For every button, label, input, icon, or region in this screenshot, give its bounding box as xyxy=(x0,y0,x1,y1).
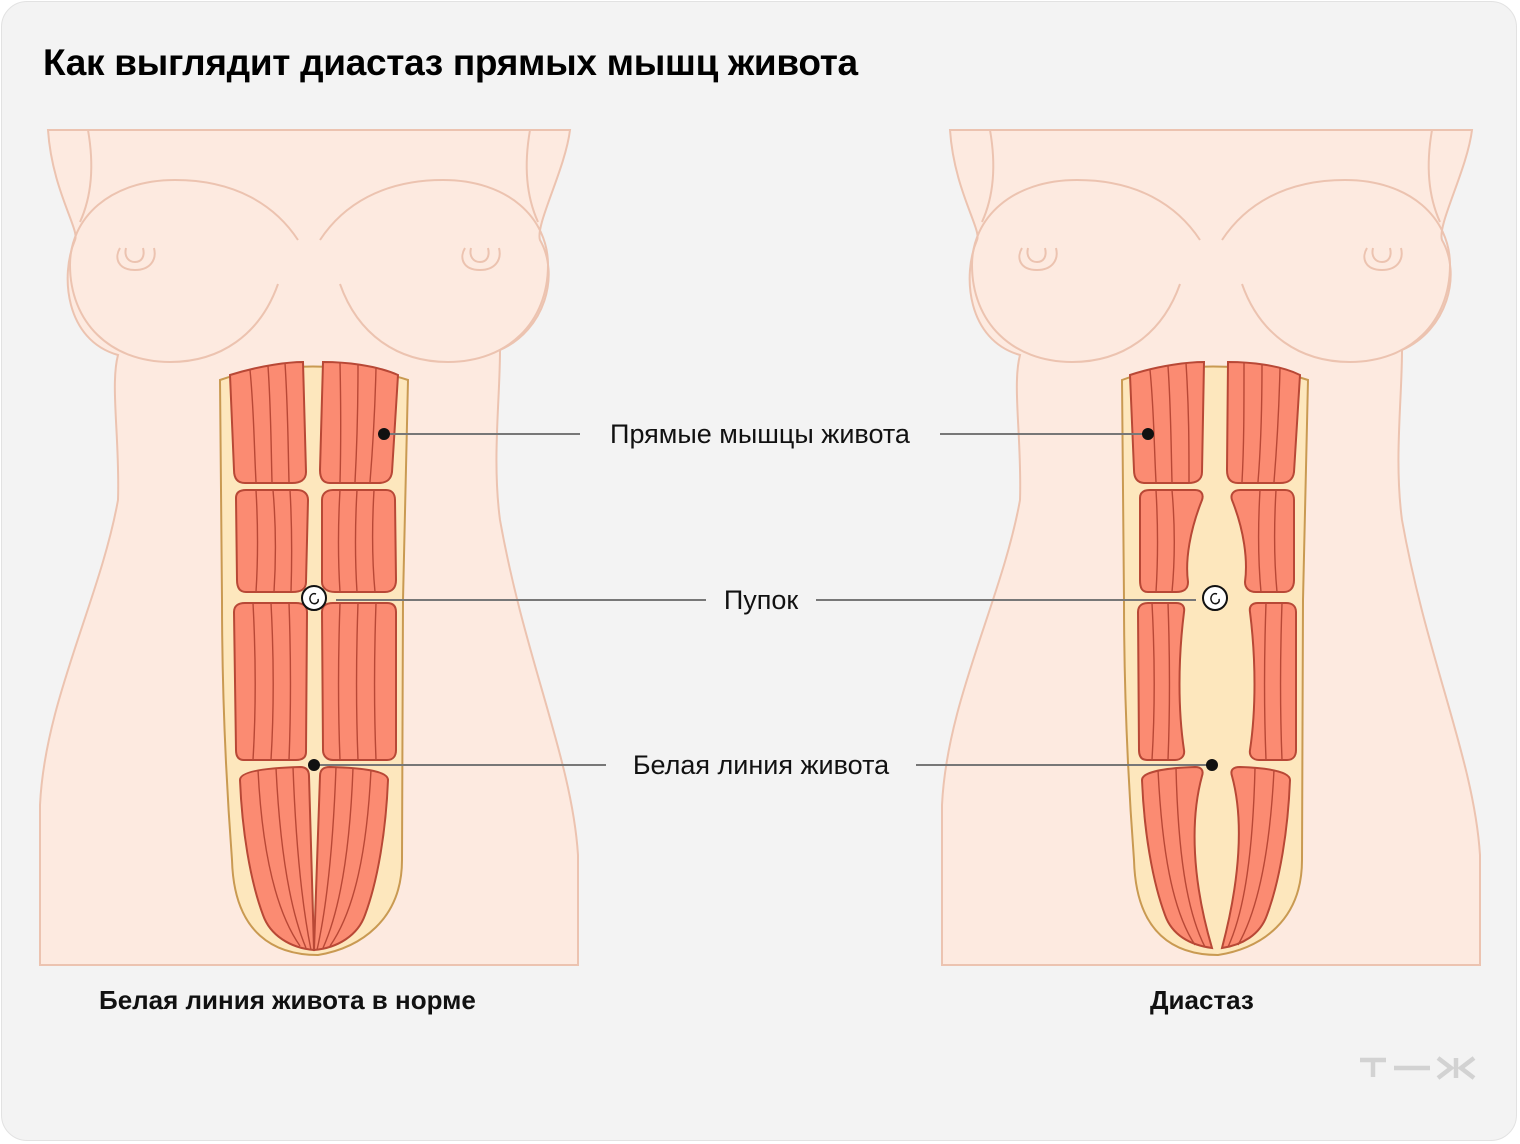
label-rectus-muscles: Прямые мышцы живота xyxy=(610,419,911,449)
label-navel: Пупок xyxy=(724,585,799,615)
caption-normal: Белая линия живота в норме xyxy=(99,985,476,1015)
page-title: Как выглядит диастаз прямых мышц живота xyxy=(43,42,858,83)
figure-normal xyxy=(39,129,579,966)
marker-dot xyxy=(378,428,390,440)
label-linea-alba: Белая линия живота xyxy=(633,750,890,780)
leader-lines xyxy=(314,433,1212,766)
marker-dot xyxy=(1142,428,1154,440)
navel-icon xyxy=(1202,585,1228,611)
marker-dot xyxy=(308,759,320,771)
marker-dot xyxy=(1206,759,1218,771)
navel-icon xyxy=(301,585,327,611)
figure-diastasis xyxy=(941,129,1481,966)
logo xyxy=(1360,1056,1476,1080)
marker-dots xyxy=(308,428,1218,771)
caption-diastasis: Диастаз xyxy=(1150,985,1254,1015)
